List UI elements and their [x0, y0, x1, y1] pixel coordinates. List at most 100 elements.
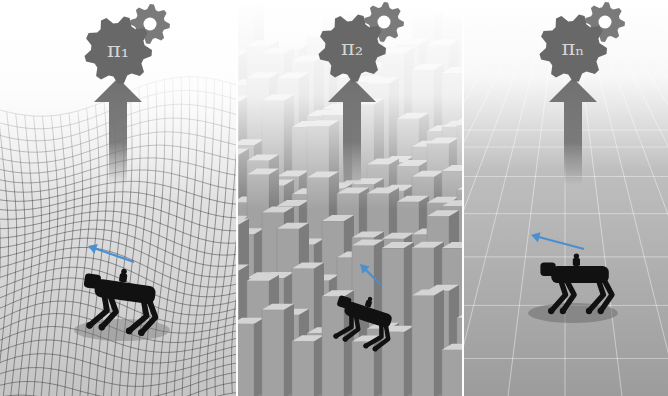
dog-foot [560, 308, 566, 314]
pillar [322, 290, 354, 396]
pillar-top [352, 239, 384, 245]
dog-body [94, 278, 157, 304]
gear-hole [378, 16, 391, 29]
policy-label: π₁ [78, 38, 158, 62]
pillar-top [382, 242, 414, 248]
dog-leg [375, 323, 392, 352]
dog-sensor [119, 273, 128, 283]
top-fade [0, 0, 237, 200]
pillar-front [352, 342, 374, 396]
pillar [292, 335, 324, 396]
dog-foot [363, 343, 370, 350]
pillar-top [322, 290, 354, 296]
dog-body [551, 266, 609, 283]
up-arrows [94, 78, 597, 185]
dog-leg [601, 279, 612, 311]
pillar-top [412, 242, 444, 248]
dog-foot [598, 308, 604, 314]
mesh-line [0, 229, 237, 266]
mesh-line [0, 371, 237, 396]
pillar-top [247, 275, 279, 281]
policy-label: π₂ [312, 36, 392, 60]
mesh-line [0, 248, 237, 288]
top-fade [237, 0, 463, 210]
direction-arrow [364, 268, 381, 285]
pillar-front [237, 324, 254, 396]
pillar-top [442, 242, 463, 248]
dog-foot [333, 333, 340, 340]
dog-leg [563, 279, 574, 311]
dog-sensor [573, 258, 580, 266]
pillar-top [427, 210, 459, 216]
pillar [262, 304, 294, 396]
dog-sensor [367, 296, 373, 302]
gear-label-box: π₁ [78, 38, 158, 62]
mesh-line [0, 211, 237, 243]
pillar-top [237, 318, 264, 324]
mesh-line [0, 238, 237, 277]
robot-dog [78, 264, 162, 338]
pillar-front [412, 295, 434, 396]
pillar-top [262, 304, 294, 310]
panel-divider [236, 0, 238, 396]
mesh-line [0, 202, 237, 231]
direction-arrowhead [88, 244, 98, 254]
robot-dogs [74, 232, 618, 354]
dog-foot [372, 346, 379, 353]
stepping-pillars [237, 0, 463, 396]
dog-sensor [574, 253, 579, 258]
pillar-front [442, 350, 463, 396]
grid-line [463, 256, 668, 257]
direction-arrow [94, 248, 134, 262]
dog-foot [86, 322, 94, 330]
mesh-line [0, 220, 237, 255]
pillar-top [322, 215, 354, 221]
mesh-line [0, 278, 237, 315]
dog-sensor [121, 268, 127, 274]
policy-gear: π₂ [312, 0, 412, 90]
up-arrow [328, 78, 376, 185]
dog-foot [98, 323, 106, 331]
mesh-line [0, 362, 237, 387]
grid-line [463, 213, 668, 214]
gear-label-box: πₙ [533, 36, 613, 60]
up-arrow [94, 78, 142, 185]
pillar [237, 318, 264, 396]
mesh-line [0, 353, 237, 375]
panel-divider [462, 0, 464, 396]
policy-gear: π₁ [78, 2, 178, 92]
dog-foot [342, 336, 349, 343]
pillar-top [412, 289, 444, 295]
pillar-top [382, 233, 414, 239]
direction-arrowhead [360, 264, 370, 274]
mesh-line [0, 392, 237, 396]
pillar-top [237, 264, 249, 270]
mesh-line [0, 340, 237, 363]
robot-dog [327, 288, 399, 355]
dog-head [83, 273, 101, 289]
gear-hole [599, 16, 612, 29]
up-arrow [549, 78, 597, 185]
pillar-top [292, 335, 324, 341]
dog-foot [125, 327, 133, 335]
robot-dog [540, 253, 612, 314]
pillar-top [442, 344, 463, 350]
grid-line [463, 358, 668, 359]
dog-shadow [74, 319, 170, 341]
dog-head [540, 262, 555, 276]
gear-label-box: π₂ [312, 36, 392, 60]
direction-arrowhead [531, 232, 541, 242]
pillar [442, 344, 463, 396]
pillar-top [352, 231, 384, 237]
dog-head [336, 295, 352, 310]
direction-arrow [537, 237, 584, 249]
policy-gear: πₙ [533, 0, 633, 90]
policy-label: πₙ [533, 36, 613, 60]
pillar-front [322, 296, 344, 396]
pillar-top [237, 219, 249, 225]
flat-ground-grid [463, 0, 668, 396]
pillar [412, 289, 444, 396]
mesh-line [0, 381, 237, 396]
pillar-front [262, 310, 284, 396]
